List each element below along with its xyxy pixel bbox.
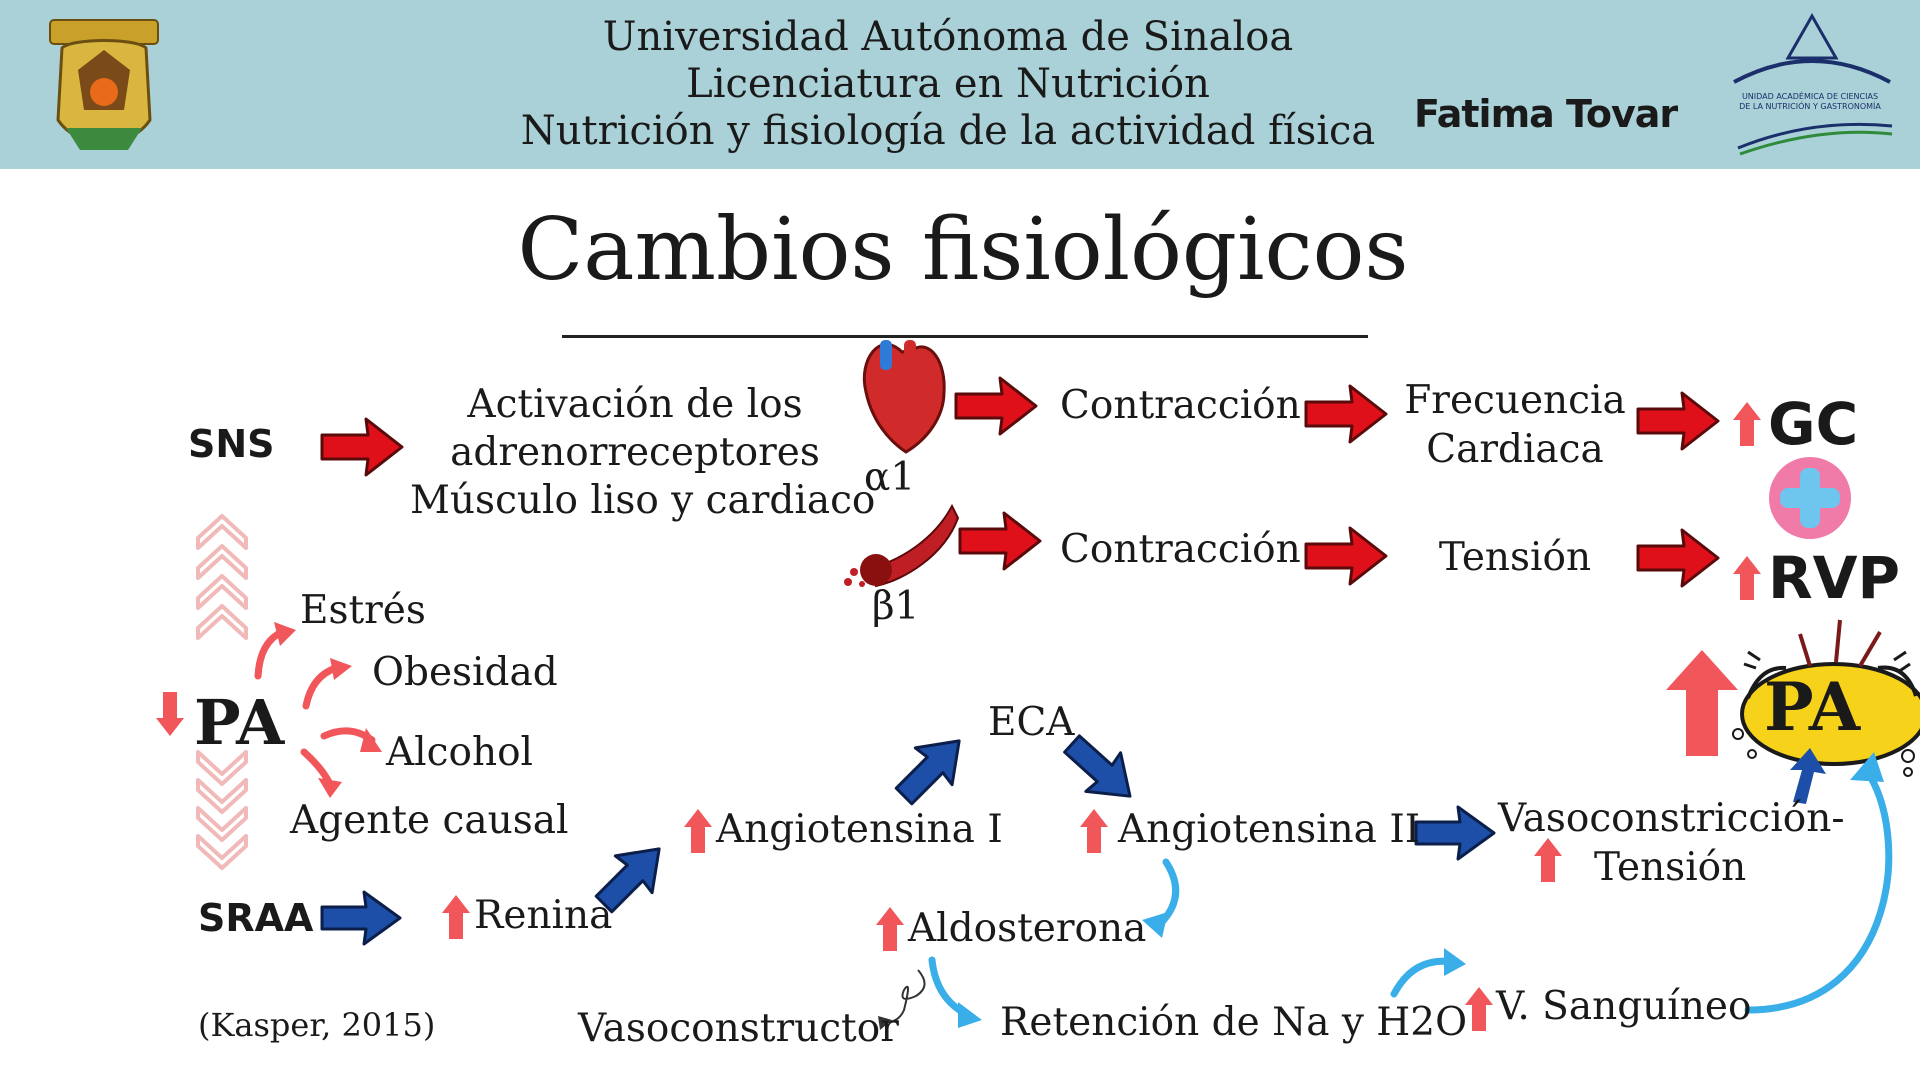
arrow-sns-to-activation [320,417,404,477]
citation: (Kasper, 2015) [198,1006,436,1044]
title-underline [562,335,1368,338]
up-arrow-aldosterone-icon [876,907,904,951]
vasoconstriction-line-2: Tensión [1594,845,1747,890]
arrow-angiotensin-1-to-eca [884,720,980,816]
activation-line-2: adrenorreceptores [450,430,820,475]
heart-rate-line-2: Cardiaca [1426,427,1604,472]
university-logo-icon [49,19,159,150]
arrow-alpha-to-contraction [954,376,1038,436]
rvp-label: RVP [1768,544,1901,612]
faculty-logo-icon [1730,12,1894,156]
page-title: Cambios fisiológicos [517,200,1409,300]
up-arrow-gc-icon [1733,402,1761,446]
vasoconstriction-line-1: Vasoconstricción- [1498,796,1845,841]
down-chevrons-icon [196,750,248,870]
arrow-angiotensin-2-to-vasoconstriction [1414,805,1496,861]
pa-burst-icon [1732,619,1920,777]
down-arrow-pa-icon [156,692,184,736]
sraa-label: SRAA [198,896,314,940]
up-arrow-angiotensin-2-icon [1080,809,1108,853]
arrow-contraction-to-tension [1304,526,1388,586]
heart-icon [862,340,946,454]
light-blue-arrowheads [958,752,1884,1028]
arrow-into-pa [1790,748,1826,804]
eca-label: ECA [988,700,1075,745]
arrow-heart-rate-to-gc [1636,391,1720,451]
alcohol-label: Alcohol [386,730,534,775]
pa-right-label: PA [1764,668,1861,746]
blood-volume-label: V. Sanguíneo [1496,984,1752,1029]
curl-arrow-icon [881,969,926,1024]
up-arrow-angiotensin-1-icon [684,809,712,853]
up-arrow-tension-icon [1534,838,1562,882]
arrow-contraction-to-heart-rate [1304,384,1388,444]
up-chevrons-icon [196,514,248,640]
arrow-sraa-to-renin [320,890,402,946]
activation-line-1: Activación de los [467,382,803,427]
vasoconstrictor-label: Vasoconstructor [578,1006,899,1051]
author-name: Fatima Tovar [1414,92,1678,136]
curl-arrowhead [878,1016,892,1030]
heart-rate-line-1: Frecuencia [1404,378,1626,423]
gc-label: GC [1768,390,1859,458]
plus-icon [1769,457,1851,539]
activation-line-3: Músculo liso y cardiaco [410,478,876,523]
sns-label: SNS [188,422,275,466]
arrow-tension-to-rvp [1636,528,1720,588]
up-arrow-blood-volume-icon [1465,987,1493,1031]
angiotensin-1-label: Angiotensina I [716,807,1003,852]
faculty-logo-text: UNIDAD ACADÉMICA DE CIENCIAS DE LA NUTRI… [1739,92,1881,111]
header-university: Universidad Autónoma de Sinaloa [602,14,1294,60]
header-program: Licenciatura en Nutrición [686,61,1210,107]
tension-label: Tensión [1438,535,1592,580]
big-up-arrow-icon [1666,650,1738,756]
contraction-top-label: Contracción [1060,383,1301,428]
blood-vessel-icon [844,503,960,588]
up-arrow-renin-icon [442,895,470,939]
risk-factor-arrowheads [274,622,382,798]
beta-1-label: β1 [872,584,920,629]
aldosterone-label: Aldosterona [908,906,1147,951]
obesity-label: Obesidad [372,650,558,695]
header-course: Nutrición y fisiología de la actividad f… [520,108,1376,154]
retention-label: Retención de Na y H2O [1000,1000,1468,1045]
pa-left-label: PA [194,686,285,759]
renin-label: Renina [474,893,613,938]
contraction-bottom-label: Contracción [1060,527,1301,572]
angiotensin-2-label: Angiotensina II [1118,807,1421,852]
stress-label: Estrés [300,588,426,633]
up-arrow-rvp-icon [1733,556,1761,600]
arrow-beta-to-contraction [958,511,1042,571]
causal-agent-label: Agente causal [290,798,569,843]
alpha-1-label: α1 [864,455,916,500]
header-banner [0,0,1920,169]
